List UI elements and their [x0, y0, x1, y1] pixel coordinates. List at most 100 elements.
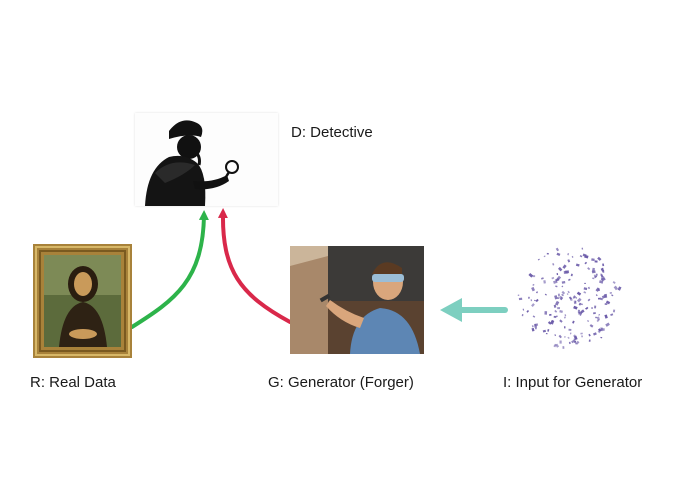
- noise-dot: [555, 247, 560, 252]
- input-label: I: Input for Generator: [503, 374, 643, 391]
- noise-dot: [518, 297, 523, 301]
- noise-dot: [609, 292, 612, 294]
- noise-dot: [530, 299, 533, 302]
- noise-dot: [532, 275, 536, 278]
- noise-dot: [531, 327, 535, 332]
- noise-dot: [592, 277, 595, 280]
- noise-dot: [593, 312, 596, 315]
- noise-dot: [591, 258, 595, 262]
- noise-dot: [532, 315, 536, 318]
- noise-dot: [578, 302, 582, 306]
- noise-dot: [588, 333, 591, 337]
- noise-dot: [555, 300, 560, 306]
- noise-dot: [599, 280, 604, 284]
- noise-dot: [588, 286, 590, 290]
- input-to-generator-arrow: [440, 298, 508, 322]
- noise-dot: [559, 340, 562, 344]
- noise-dot: [604, 314, 608, 319]
- noise-dot: [554, 309, 558, 313]
- noise-dot: [598, 314, 601, 316]
- noise-dot: [584, 261, 588, 265]
- noise-dot: [554, 295, 558, 300]
- noise-dot: [543, 280, 546, 284]
- noise-dot: [563, 270, 568, 274]
- noise-dot: [581, 335, 583, 338]
- noise-dot: [584, 254, 589, 259]
- noise-dot: [595, 294, 598, 297]
- noise-dot: [568, 278, 571, 281]
- noise-dot: [573, 335, 578, 341]
- noise-dot: [517, 294, 520, 296]
- noise-dot: [566, 293, 569, 296]
- noise-dot: [561, 280, 566, 284]
- noise-dot: [573, 338, 576, 341]
- noise-dot: [559, 319, 563, 323]
- generator-to-detective-arrow: [217, 208, 292, 324]
- noise-dot: [583, 291, 587, 294]
- noise-dot: [585, 307, 587, 310]
- noise-dot: [567, 259, 571, 263]
- detective-image: [135, 113, 278, 206]
- noise-dot: [547, 329, 550, 332]
- noise-dot: [610, 313, 614, 316]
- noise-dot: [591, 270, 596, 274]
- noise-dot: [594, 260, 598, 263]
- noise-dot: [604, 303, 608, 306]
- noise-dot: [521, 314, 524, 317]
- noise-dot: [580, 303, 583, 306]
- noise-dot: [612, 281, 616, 284]
- noise-dot: [573, 295, 577, 299]
- noise-dot: [573, 334, 576, 338]
- noise-dot: [564, 336, 566, 338]
- noise-dot: [562, 346, 565, 349]
- noise-dot: [549, 313, 552, 316]
- noise-dot: [532, 283, 535, 286]
- noise-dot: [531, 325, 534, 328]
- noise-dot: [557, 307, 561, 310]
- noise-dot: [605, 300, 611, 305]
- input-noise-image: [512, 242, 628, 354]
- noise-dot: [592, 332, 597, 336]
- noise-dot: [557, 293, 560, 297]
- noise-dot: [562, 264, 567, 269]
- noise-dot: [547, 321, 552, 325]
- noise-dot: [578, 311, 582, 315]
- noise-dot: [605, 322, 610, 327]
- noise-dot: [553, 280, 558, 284]
- noise-dot: [559, 296, 564, 301]
- noise-dot: [528, 296, 530, 299]
- noise-dot: [593, 275, 598, 279]
- noise-dot: [600, 275, 605, 280]
- noise-dot: [553, 315, 557, 319]
- real-data-label: R: Real Data: [30, 374, 116, 391]
- noise-dot: [569, 332, 572, 335]
- noise-dot: [612, 309, 616, 313]
- noise-dot: [535, 298, 539, 303]
- noise-dot: [599, 297, 604, 301]
- noise-dot: [617, 286, 622, 291]
- real-to-detective-arrow: [130, 210, 209, 329]
- noise-dot: [613, 285, 619, 291]
- noise-dot: [545, 332, 548, 335]
- noise-dot: [591, 307, 594, 309]
- noise-dot: [557, 266, 563, 272]
- noise-dot: [543, 255, 546, 258]
- noise-dot: [587, 267, 591, 271]
- noise-dot: [600, 267, 605, 272]
- noise-dot: [544, 293, 547, 296]
- generator-image: [290, 246, 424, 354]
- noise-dot: [556, 252, 561, 257]
- noise-dot: [556, 273, 559, 276]
- noise-dot: [555, 343, 560, 348]
- noise-dot: [554, 334, 557, 337]
- noise-dot: [528, 272, 534, 278]
- noise-dot: [561, 293, 564, 297]
- noise-dot: [587, 320, 590, 322]
- noise-dot: [595, 273, 598, 276]
- noise-dot: [596, 316, 601, 321]
- noise-dot: [568, 328, 572, 331]
- noise-dot: [556, 275, 562, 281]
- noise-dot: [611, 294, 614, 297]
- noise-dot: [542, 329, 547, 333]
- noise-dot: [536, 291, 539, 294]
